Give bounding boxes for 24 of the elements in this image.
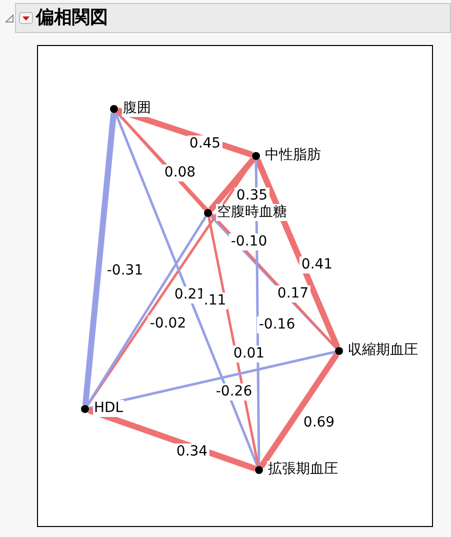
variable-label: 収縮期血圧: [347, 342, 419, 359]
correlation-line: [82, 112, 117, 406]
edge-label: 0.35: [234, 188, 270, 204]
correlation-line: [116, 107, 254, 158]
edge-label: 0.17: [275, 286, 311, 302]
variable-label: 中性脂肪: [264, 147, 322, 164]
variable-label: 拡張期血圧: [267, 461, 339, 478]
edge-label: 0.08: [162, 164, 198, 182]
variable-label: HDL: [93, 400, 124, 417]
edge-label: -0.26: [214, 384, 254, 400]
correlation-line: [88, 350, 336, 410]
variable-label: 空腹時血糖: [216, 204, 288, 221]
correlation-line: [86, 158, 255, 406]
panel-title: 偏相関図: [36, 6, 108, 30]
correlation-line: [88, 408, 256, 472]
edge-label: -0.16: [256, 316, 298, 334]
edge-label: .11: [202, 292, 228, 310]
correlation-line: [254, 158, 340, 348]
variable-label: 腹囲: [122, 100, 152, 117]
correlation-line: [86, 216, 207, 406]
correlation-line: [208, 157, 256, 212]
edge-label: -0.10: [228, 234, 270, 250]
correlation-line: [114, 112, 259, 467]
correlation-line: [258, 352, 340, 468]
